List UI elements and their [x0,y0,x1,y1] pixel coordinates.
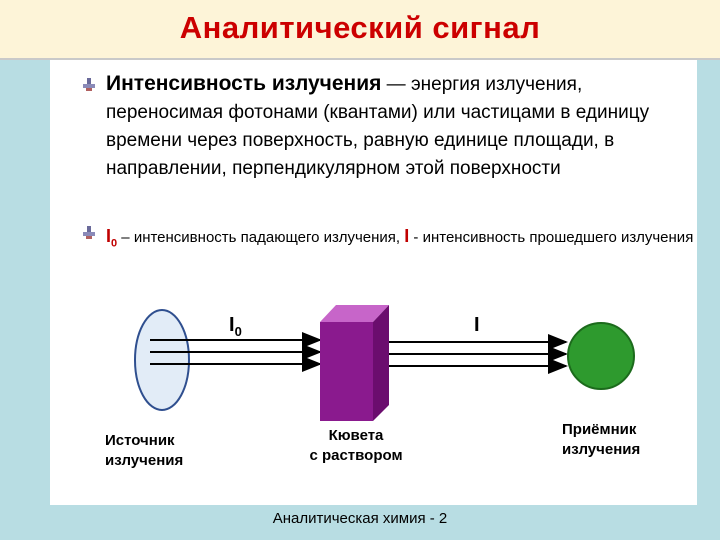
cuvette-label-line2: с раствором [309,447,403,464]
cuvette-label-line1: Кювета [328,427,384,444]
detector-label: Приёмник излучения [562,420,640,460]
label-i0-letter: I [229,314,235,336]
bullet-icon [83,226,95,239]
i0-symbol-subscript: 0 [111,237,118,250]
source-ellipse [134,309,190,411]
detector-label-line1: Приёмник [562,421,637,438]
footer-text: Аналитическая химия - 2 [272,510,448,527]
definition-text: энергия излучения, переносимая фотонами … [106,74,650,179]
i-description: - интенсивность прошедшего излучения [409,229,694,246]
transmitted-beam-arrows [389,334,568,374]
source-label-line2: излучения [105,452,184,469]
bullet-icon [83,78,95,91]
detector-label-line2: излучения [562,441,641,458]
i-symbol: I [404,226,410,246]
source-label: Источник излучения [105,431,183,471]
cuvette-icon [320,305,389,421]
title-bar [0,0,720,60]
slide-title: Аналитический сигнал [179,10,541,45]
left-decor-bar [0,0,50,540]
intensity-paragraph: I0 – интенсивность падающего излучения, … [106,222,696,258]
cuvette-label: Кювета с раствором [300,426,412,466]
i0-description: – интенсивность падающего излучения, [117,229,405,246]
footer-bar [0,505,720,540]
detector-circle [567,322,635,390]
i0-symbol: I0 [106,226,117,250]
label-i0-subscript: 0 [234,324,242,339]
label-i: I [474,314,480,336]
definition-paragraph: Интенсивность излучения — энергия излуче… [106,70,696,183]
term-intensity: Интенсивность излучения [106,72,382,95]
incident-beam-arrows [150,332,322,372]
label-i0: I0 [229,314,242,339]
definition-dash: — [381,74,411,95]
source-label-line1: Источник [105,432,175,449]
i0-symbol-letter: I [106,226,112,246]
right-decor-bar [697,0,720,540]
